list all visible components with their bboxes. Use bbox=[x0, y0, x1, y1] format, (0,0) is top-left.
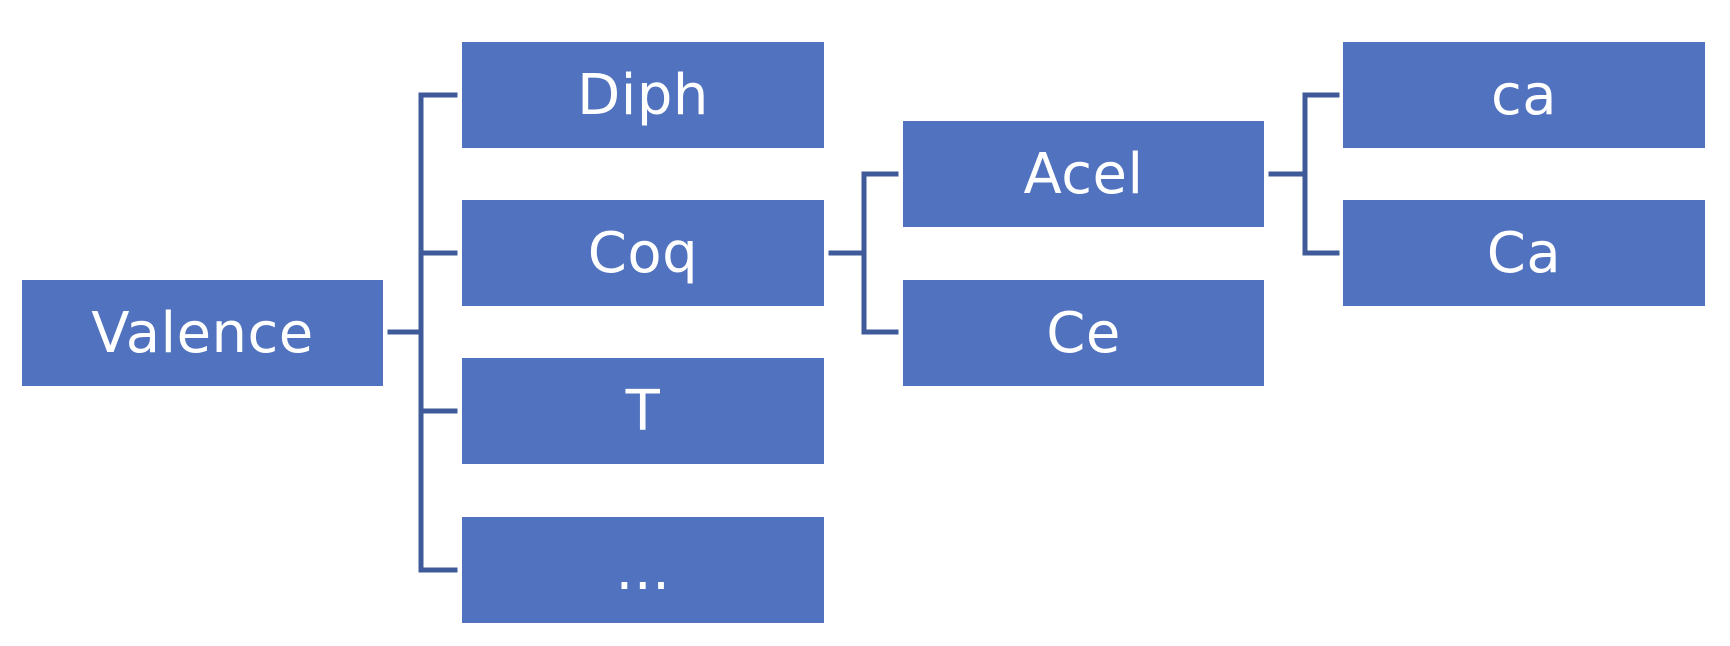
node-acel: Acel bbox=[903, 121, 1264, 227]
node-diph: Diph bbox=[462, 42, 824, 148]
node-t: T bbox=[462, 358, 824, 464]
node-ca-lower: ca bbox=[1343, 42, 1705, 148]
node-valence: Valence bbox=[22, 280, 383, 386]
node-ca-upper: Ca bbox=[1343, 200, 1705, 306]
node-coq: Coq bbox=[462, 200, 824, 306]
node-ellipsis: ... bbox=[462, 517, 824, 623]
node-ce: Ce bbox=[903, 280, 1264, 386]
